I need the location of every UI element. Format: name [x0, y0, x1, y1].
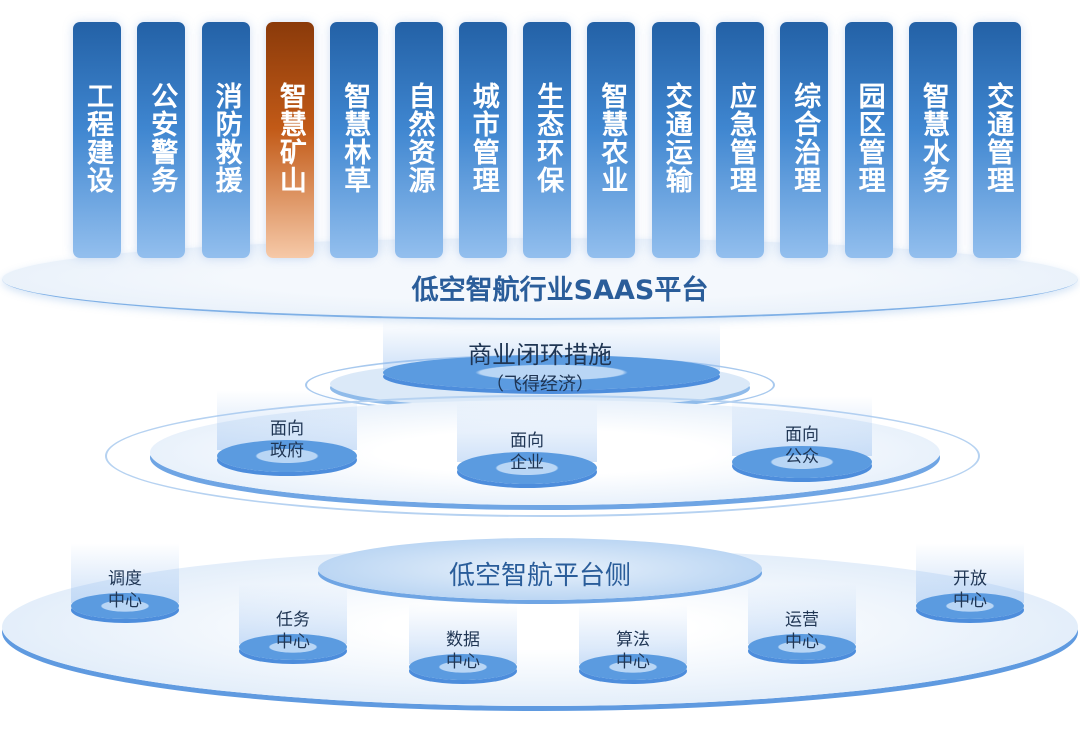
industry-pillar[interactable]: 交通管理 [973, 22, 1022, 258]
audience-line1: 面向 [510, 431, 544, 451]
industry-pillar[interactable]: 智慧林草 [330, 22, 379, 258]
platform-side-center [318, 538, 762, 600]
industry-pillar[interactable]: 应急管理 [716, 22, 764, 258]
industry-label: 城市管理 [467, 82, 499, 194]
center-disc[interactable] [239, 634, 347, 660]
center-line2: 中心 [108, 591, 142, 611]
center-disc[interactable] [579, 654, 687, 680]
business-title: 商业闭环措施 [468, 341, 612, 369]
center-label: 运营中心 [785, 609, 819, 653]
industry-label: 智慧矿山 [274, 82, 306, 194]
industry-label: 综合治理 [789, 82, 821, 194]
audience-line2: 企业 [510, 453, 544, 473]
industry-label: 交通管理 [982, 82, 1014, 194]
center-label: 任务中心 [276, 609, 310, 653]
center-line2: 中心 [785, 632, 819, 652]
industry-pillar[interactable]: 园区管理 [844, 22, 893, 258]
center-disc[interactable] [71, 593, 179, 619]
industry-label: 工程建设 [82, 82, 113, 194]
center-line2: 中心 [616, 652, 650, 672]
industry-pillar[interactable]: 生态环保 [523, 22, 572, 258]
industry-label: 公安警务 [146, 82, 178, 194]
industry-label: 园区管理 [853, 82, 885, 194]
center-line2: 中心 [446, 652, 480, 672]
audience-label: 面向政府 [270, 418, 304, 462]
industry-label: 消防救援 [210, 82, 242, 194]
center-label: 数据中心 [446, 629, 480, 673]
industry-label: 智慧水务 [917, 82, 949, 194]
audience-disc[interactable] [457, 452, 597, 484]
industry-label: 自然资源 [403, 82, 435, 194]
industry-pillar[interactable]: 综合治理 [780, 22, 829, 258]
audience-label: 面向公众 [785, 424, 819, 468]
industry-pillar[interactable]: 城市管理 [458, 22, 507, 258]
saas-platform-title: 低空智航行业SAAS平台 [411, 275, 709, 306]
industry-pillar[interactable]: 消防救援 [201, 22, 250, 258]
center-label: 调度中心 [108, 568, 142, 612]
audience-line2: 公众 [785, 447, 819, 467]
industry-pillar[interactable]: 公安警务 [137, 22, 186, 258]
industry-label: 应急管理 [725, 82, 756, 194]
business-subtitle: （飞得经济） [486, 374, 594, 395]
center-disc[interactable] [916, 593, 1024, 619]
industry-label: 生态环保 [532, 82, 564, 194]
audience-disc[interactable] [732, 446, 872, 478]
center-line1: 算法 [616, 630, 650, 650]
audience-line2: 政府 [270, 441, 304, 461]
business-disc [383, 355, 720, 390]
industry-pillar[interactable]: 智慧农业 [587, 22, 636, 258]
audience-disc[interactable] [217, 440, 357, 472]
audience-label: 面向企业 [510, 430, 544, 474]
industry-label: 交通运输 [660, 82, 692, 194]
center-line1: 运营 [785, 610, 819, 630]
audience-ring-outer [105, 395, 980, 517]
industry-pillar[interactable]: 交通运输 [651, 22, 700, 258]
center-line2: 中心 [276, 632, 310, 652]
audience-line1: 面向 [270, 419, 304, 439]
platform-side-title: 低空智航平台侧 [448, 561, 631, 591]
center-line1: 调度 [108, 569, 142, 589]
center-disc[interactable] [748, 634, 856, 660]
industry-label: 智慧农业 [596, 82, 628, 194]
industry-pillar[interactable]: 工程建设 [73, 22, 121, 258]
industry-label: 智慧林草 [339, 82, 371, 194]
center-label: 开放中心 [953, 568, 987, 612]
center-line1: 任务 [276, 610, 310, 630]
center-label: 算法中心 [616, 629, 650, 673]
center-line2: 中心 [953, 591, 987, 611]
center-line1: 开放 [953, 569, 987, 589]
industry-pillar[interactable]: 自然资源 [394, 22, 443, 258]
center-disc[interactable] [409, 654, 517, 680]
audience-line1: 面向 [785, 425, 819, 445]
industry-pillar[interactable]: 智慧水务 [908, 22, 957, 258]
industry-pillar[interactable]: 智慧矿山 [265, 22, 314, 258]
center-line1: 数据 [446, 630, 480, 650]
